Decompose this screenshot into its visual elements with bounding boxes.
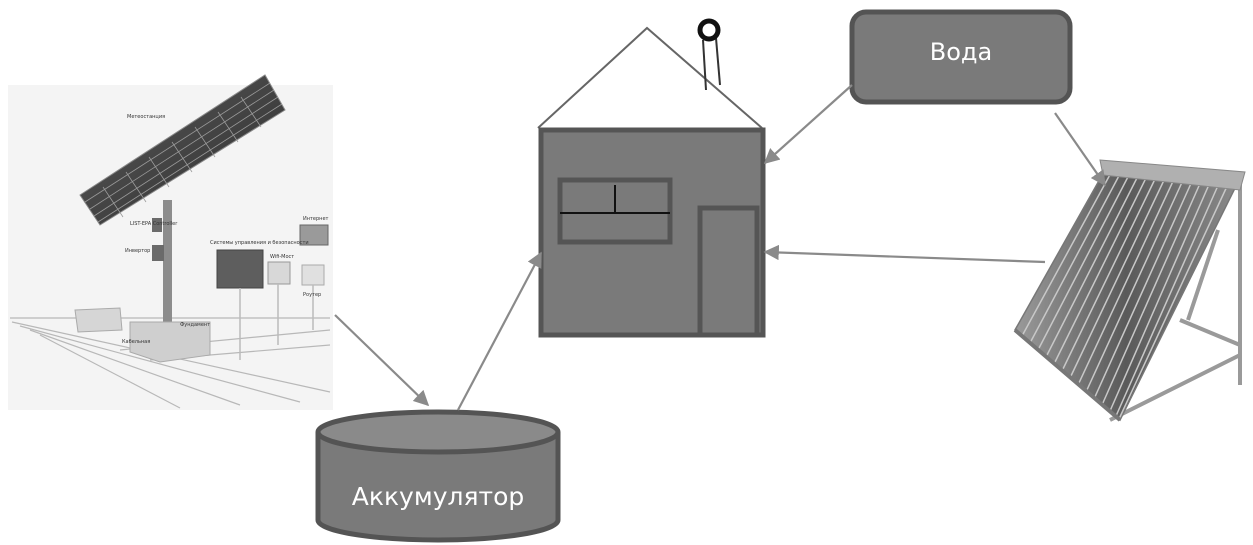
arrow-collector-to-house [763,244,1046,264]
router-unit [301,264,325,286]
inverter-unit [152,245,164,261]
arrow-solar-to-accumulator [334,314,430,407]
flow-arrows [334,84,1106,411]
internet-screen [299,224,329,246]
collector-tubes [1021,170,1230,420]
collector-tube-panel [1014,169,1240,422]
arrow-water-to-collector [1054,112,1106,187]
solar-water-collector [1013,159,1246,422]
mast [163,200,172,330]
accumulator-node: Аккумулятор [315,409,561,543]
label-wifi-bridge: Wifi-Мост [270,254,294,260]
label-inverter: Инвертор [125,248,150,254]
water-box [849,9,1073,105]
collector-bottom-rail [1013,328,1122,422]
controller-unit [152,218,162,232]
solar-panel-array [79,74,286,226]
cable-poles [239,284,314,360]
water-label: Вода [930,38,992,66]
foundation-block [129,321,211,363]
accumulator-label: Аккумулятор [352,482,525,511]
chimney [697,18,721,91]
label-foundation: Фундамент [180,322,210,328]
accumulator-top [315,409,561,455]
house-window [557,177,673,245]
label-cable-line: Кабельная [122,339,150,345]
arrow-water-to-house [763,84,853,165]
house [537,18,766,338]
label-control-systems: Системы управления и безопасности [210,240,309,246]
label-router: Роутер [303,292,321,298]
control-cabinet [216,249,264,289]
solar-station-illustration: Метеостанция LIST-EPA Controller Инверто… [8,74,333,410]
accumulator-body [315,432,561,543]
arrow-accumulator-to-house [457,251,542,411]
label-internet: Интернет [303,216,329,222]
battery-housing [74,307,123,333]
collector-frame [1109,185,1242,422]
water-node: Вода [849,9,1073,105]
label-controller: LIST-EPA Controller [130,221,178,227]
house-door [697,205,760,338]
wifi-bridge-unit [267,261,291,285]
house-roof [537,26,763,129]
house-wall [538,127,766,338]
chimney-ring [697,18,721,42]
label-weather-station: Метеостанция [127,114,165,120]
